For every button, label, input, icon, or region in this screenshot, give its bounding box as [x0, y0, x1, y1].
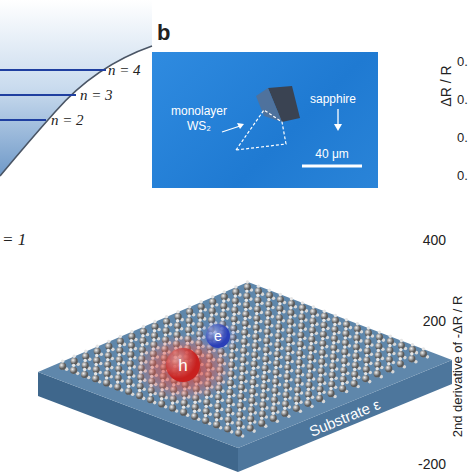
monolayer-outline: [236, 110, 286, 150]
electron-particle: e: [206, 324, 230, 348]
tick-label: 400: [423, 232, 446, 248]
energy-level-line: [0, 94, 76, 96]
tick-label: -200: [418, 456, 446, 472]
scale-label: 40 μm: [302, 147, 362, 162]
slab-top-face: [38, 282, 452, 448]
substrate-slab: Substrate εhe: [38, 262, 452, 474]
pointer-arrow: [337, 109, 338, 126]
hole-particle: h: [166, 348, 200, 382]
energy-level-line: [0, 119, 46, 121]
level-label: n = 4: [108, 62, 141, 79]
tick-label: 0.: [457, 130, 468, 145]
axis-title: ΔR / R: [438, 65, 454, 106]
region-label: monolayer WS₂: [166, 104, 232, 134]
particle-label: h: [178, 357, 187, 374]
level-label: n = 3: [80, 87, 113, 104]
level-label: = 1: [2, 230, 26, 250]
microscope-features: [152, 52, 378, 188]
substrate-illustration: [38, 262, 452, 474]
level-label: n = 2: [51, 112, 84, 129]
arrow-head: [334, 124, 342, 131]
particle-label: e: [214, 329, 222, 343]
potential-curve: [0, 46, 152, 176]
panel-letter: b: [157, 20, 170, 46]
pointer-arrow: [222, 126, 240, 132]
microscope-image: monolayer WS₂ sapphire 40 μm: [152, 52, 378, 188]
tick-label: 0.: [457, 92, 468, 107]
tick-label: 0.: [457, 54, 468, 69]
continuum-fill: [0, 0, 152, 176]
axis-title: 2nd derivative of -ΔR / R: [450, 295, 465, 437]
tick-label: 0.: [457, 168, 468, 183]
electron-glow: [196, 318, 240, 354]
region-label: sapphire: [310, 92, 356, 107]
tick-label: 200: [423, 313, 446, 329]
arrow-head: [237, 123, 244, 129]
energy-level-line: [0, 69, 106, 71]
scale-bar: [302, 165, 362, 168]
